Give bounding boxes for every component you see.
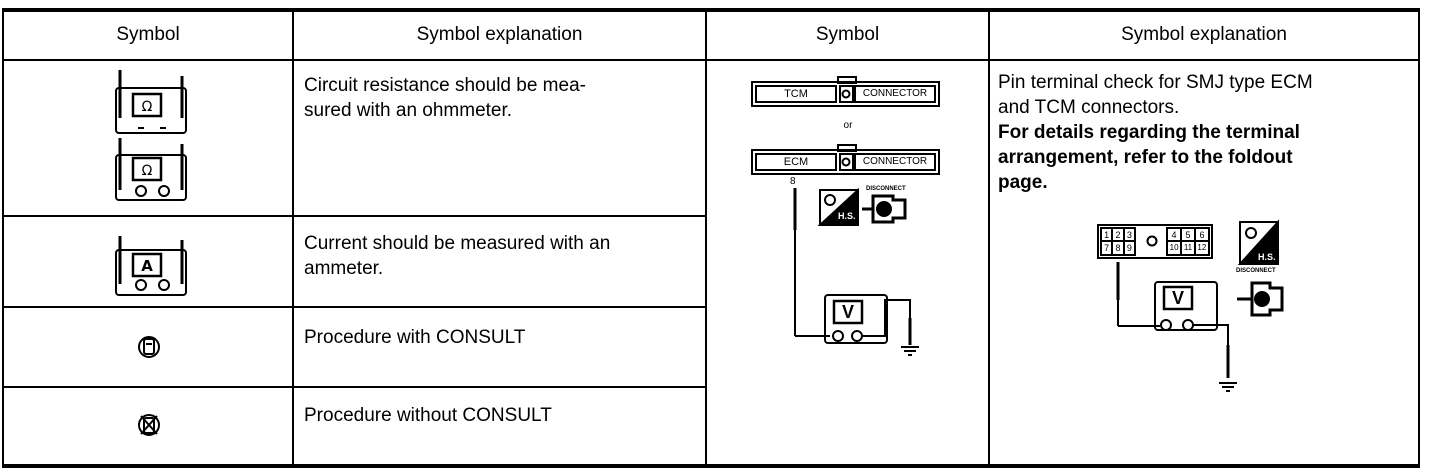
explanation-line: Procedure with CONSULT (304, 327, 526, 348)
consult-icon (138, 336, 160, 358)
connector-label: CONNECTOR (862, 88, 928, 99)
explanation-bold-line: For details regarding the terminal (998, 122, 1300, 143)
pins-bottom-right: 10 11 12 (1167, 242, 1209, 254)
pin-label: 8 (1115, 243, 1121, 253)
pin-label: 10 (1169, 243, 1179, 252)
explanation-line: Current should be measured with an (304, 233, 611, 254)
svg-text:A: A (141, 257, 153, 275)
voltmeter-label-2: V (1171, 288, 1184, 308)
pin-label: 11 (1183, 243, 1193, 252)
explanation-consult: Procedure with CONSULT (304, 325, 525, 350)
voltmeter-label: V (841, 302, 854, 322)
pins-top-left: 1 2 3 (1101, 229, 1135, 241)
header-symbol: Symbol (116, 24, 180, 45)
disconnect-label: DISCONNECT (866, 186, 906, 192)
explanation-line: sured with an ohmmeter. (304, 100, 513, 121)
pin-label: 4 (1171, 230, 1177, 240)
ecm-label: ECM (783, 156, 809, 168)
pin-label: 7 (1104, 243, 1110, 253)
explanation-line: Circuit resistance should be mea- (304, 75, 586, 96)
no-consult-icon (138, 414, 160, 436)
ohmmeter-icon: Ω (115, 70, 187, 134)
explanation-bold-line: arrangement, refer to the foldout (998, 147, 1293, 168)
pin-label: 12 (1197, 243, 1207, 252)
explanation-no-consult: Procedure without CONSULT (304, 403, 552, 428)
pin-label: 5 (1185, 230, 1191, 240)
header-symbol-explanation-2: Symbol explanation (1121, 24, 1287, 45)
hs-label-2: H.S. (1258, 252, 1276, 262)
hs-label: H.S. (838, 211, 856, 221)
ohmmeter-icon-2: Ω (115, 138, 187, 201)
pins-bottom-left: 7 8 9 (1101, 242, 1135, 254)
explanation-ohmmeter: Circuit resistance should be mea- sured … (304, 73, 586, 123)
pin-number-label: 8 (790, 176, 796, 187)
pin-label: 3 (1126, 230, 1132, 240)
explanation-line: Procedure without CONSULT (304, 405, 552, 426)
connector-label-2: CONNECTOR (862, 156, 928, 167)
explanation-ammeter: Current should be measured with an ammet… (304, 231, 610, 281)
or-label: or (843, 120, 853, 131)
svg-text:Ω: Ω (142, 163, 153, 179)
pins-top-right: 4 5 6 (1167, 229, 1209, 241)
header-symbol-explanation: Symbol explanation (416, 24, 583, 45)
tcm-label: TCM (784, 88, 808, 100)
pin-label: 9 (1126, 243, 1132, 253)
ammeter-icon: A (115, 236, 187, 296)
explanation-line: ammeter. (304, 258, 384, 279)
explanation-bold-line: page. (998, 172, 1048, 193)
pin-label: 1 (1104, 230, 1110, 240)
header-symbol-2: Symbol (815, 24, 880, 45)
disconnect-label-2: DISCONNECT (1236, 268, 1276, 274)
svg-text:Ω: Ω (142, 99, 153, 115)
explanation-pin-terminal: Pin terminal check for SMJ type ECM and … (998, 70, 1313, 195)
explanation-line: and TCM connectors. (998, 97, 1180, 118)
connector-check-diagram (751, 76, 940, 356)
pin-label: 6 (1199, 230, 1205, 240)
pin-terminal-diagram (1097, 219, 1284, 392)
pin-label: 2 (1115, 230, 1121, 240)
explanation-line: Pin terminal check for SMJ type ECM (998, 72, 1313, 93)
